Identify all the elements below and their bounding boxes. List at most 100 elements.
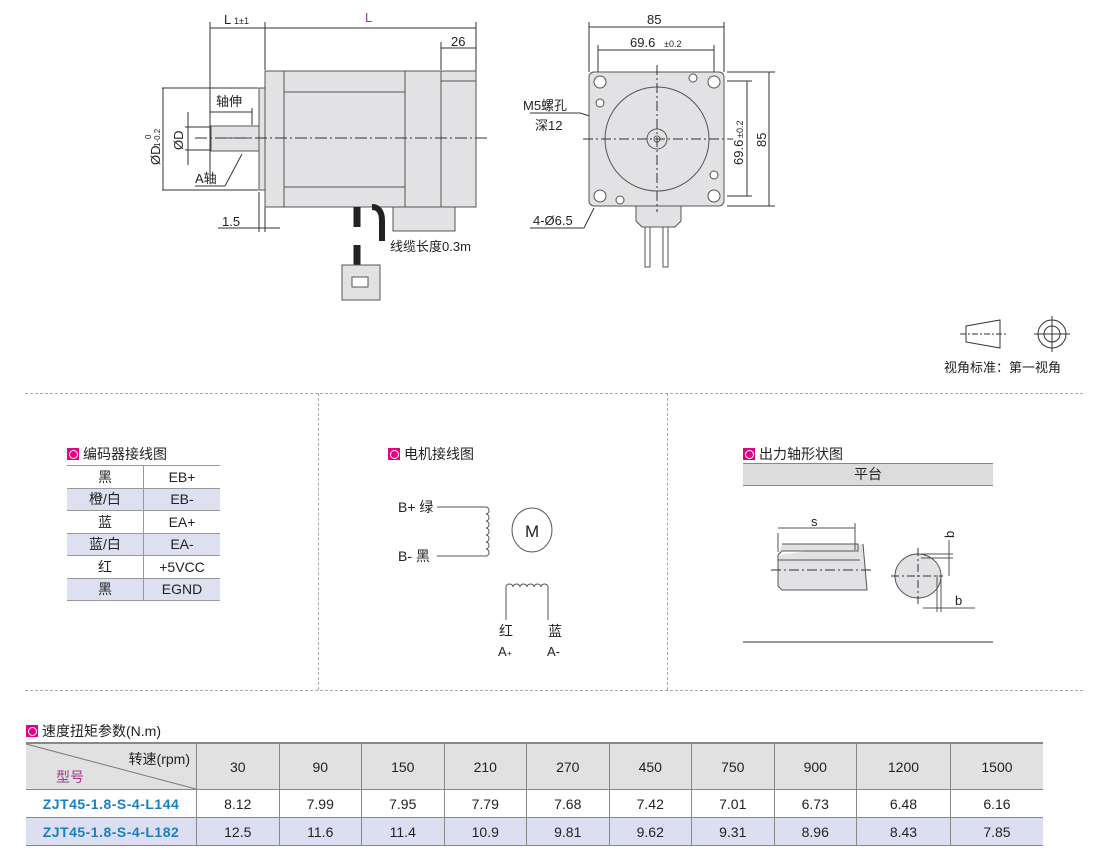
torque-value: 6.73: [774, 789, 857, 818]
table-row: 红+5VCC: [67, 555, 220, 579]
m5-hole-label: M5螺孔: [523, 98, 567, 113]
torque-value: 8.43: [856, 817, 951, 846]
motor-wiring-title: 电机接线图: [388, 444, 474, 464]
bullet-icon: [743, 448, 755, 460]
right-dim-69-6-tol: ±0.2: [735, 121, 745, 138]
torque-value: 9.62: [609, 817, 692, 846]
b-minus-label: B- 黑: [398, 548, 430, 564]
first-angle-projection-icon: [960, 316, 1070, 352]
b-plus-label: B+ 绿: [398, 499, 433, 515]
wire-color: 橙/白: [67, 488, 144, 511]
wire-color: 蓝/白: [67, 533, 144, 556]
motor-symbol: [511, 507, 553, 553]
torque-value: 6.16: [950, 789, 1043, 818]
right-dim-69-6: 69.6: [731, 140, 746, 165]
dim-d1-tolerance-upper: 0: [144, 134, 153, 139]
dim-26: 26: [451, 34, 465, 49]
dim-s: s: [811, 514, 818, 529]
wire-color: 蓝: [67, 510, 144, 534]
torque-value: 7.95: [361, 789, 445, 818]
speed-torque-table: 转速(rpm) 型号 30 90 150 210 270 450 750 900…: [26, 742, 1043, 846]
motor-label: M: [525, 522, 539, 541]
model-axis-label: 型号: [56, 769, 84, 785]
divider: [743, 641, 993, 643]
torque-value: 7.68: [526, 789, 610, 818]
wire-color: 黑: [67, 578, 144, 601]
signal: EGND: [143, 578, 220, 601]
torque-value: 8.12: [196, 789, 280, 818]
table-row: ZJT45-1.8-S-4-L144 8.12 7.99 7.95 7.79 7…: [26, 789, 1043, 818]
signal: EB+: [143, 465, 220, 489]
shaft-extension-label: 轴伸: [216, 94, 242, 109]
torque-value: 7.79: [444, 789, 527, 818]
torque-value: 7.85: [950, 817, 1043, 846]
torque-value: 11.6: [279, 817, 362, 846]
front-dim-85: 85: [647, 12, 661, 27]
dim-d1-tolerance-lower: 1-0.2: [153, 128, 162, 147]
dim-l1: L: [224, 12, 231, 27]
divider: [667, 393, 668, 690]
speed-header: 90: [279, 742, 362, 790]
model-name: ZJT45-1.8-S-4-L144: [26, 789, 197, 818]
encoder-wiring-title: 编码器接线图: [67, 444, 167, 464]
torque-value: 8.96: [774, 817, 857, 846]
torque-value: 9.31: [691, 817, 775, 846]
table-row: ZJT45-1.8-S-4-L182 12.5 11.6 11.4 10.9 9…: [26, 817, 1043, 846]
m5-depth-label: 深12: [535, 118, 562, 133]
shaft-shape-drawing: s b b: [771, 514, 975, 612]
divider: [25, 393, 1083, 394]
a-plus-color: 红: [499, 623, 513, 639]
a-plus-label: A: [498, 644, 507, 659]
torque-value: 12.5: [196, 817, 280, 846]
speed-header: 270: [526, 742, 610, 790]
divider: [318, 393, 319, 690]
dim-l1-tolerance: 1±1: [234, 16, 249, 26]
signal: EA+: [143, 510, 220, 534]
dim-1-5: 1.5: [222, 214, 240, 229]
speed-header: 1500: [950, 742, 1043, 790]
speed-header: 900: [774, 742, 857, 790]
signal: EA-: [143, 533, 220, 556]
projection-label: 视角标准：第一视角: [944, 360, 1061, 375]
dimension-drawing: L 1±1 L 26 轴伸 A轴 1.5 线缆长度0.3m ØD 1-0.2 0…: [144, 10, 1070, 375]
encoder-wiring-title-text: 编码器接线图: [83, 446, 167, 462]
front-dim-69-6: 69.6: [630, 35, 655, 50]
speed-header: 1200: [856, 742, 951, 790]
shaft-a-label: A轴: [195, 171, 217, 186]
torque-value: 10.9: [444, 817, 527, 846]
speed-header: 450: [609, 742, 692, 790]
speed-axis-label: 转速(rpm): [128, 751, 190, 767]
bullet-icon: [388, 448, 400, 460]
table-header-row: 转速(rpm) 型号 30 90 150 210 270 450 750 900…: [26, 742, 1043, 790]
motor-wiring-diagram: B+ 绿 B- 黑 M 红 蓝 A + A-: [398, 499, 562, 659]
torque-value: 7.99: [279, 789, 362, 818]
wire-color: 黑: [67, 465, 144, 489]
dim-b-depth: b: [955, 593, 962, 608]
speed-header: 30: [196, 742, 280, 790]
right-dim-85: 85: [754, 133, 769, 147]
mount-holes-label: 4-Ø6.5: [533, 213, 573, 228]
signal: EB-: [143, 488, 220, 511]
model-name: ZJT45-1.8-S-4-L182: [26, 817, 197, 846]
dim-d: ØD: [171, 131, 186, 151]
wire-color: 红: [67, 555, 144, 579]
bullet-icon: [26, 725, 38, 737]
dim-b-flat: b: [942, 531, 957, 538]
speed-header: 150: [361, 742, 445, 790]
torque-value: 7.01: [691, 789, 775, 818]
dim-l: L: [365, 10, 372, 25]
speed-header: 210: [444, 742, 527, 790]
torque-value: 6.48: [856, 789, 951, 818]
shaft-type-header: 平台: [743, 463, 993, 486]
torque-value: 7.42: [609, 789, 692, 818]
a-minus-color: 蓝: [548, 623, 562, 639]
signal: +5VCC: [143, 555, 220, 579]
shaft-shape-title: 出力轴形状图: [743, 444, 843, 464]
